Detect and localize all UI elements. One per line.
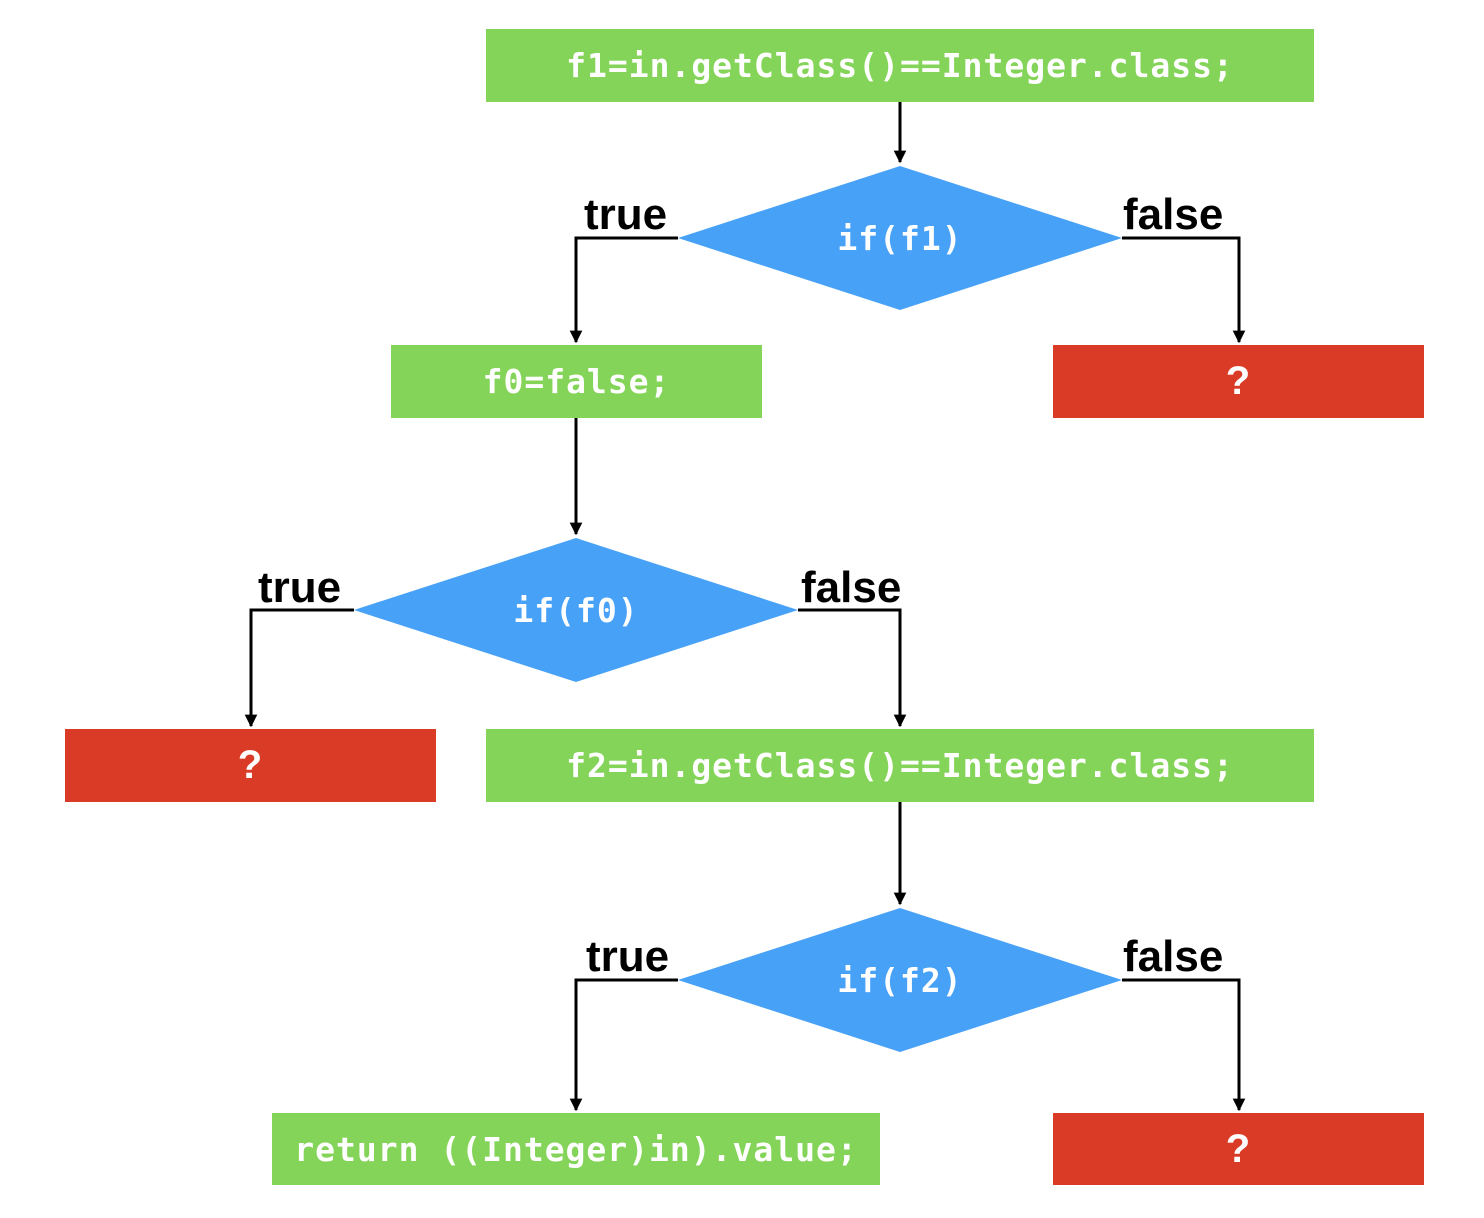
- edge-if-f1-false: [1122, 236, 1246, 344]
- decision-label-if-f2: if(f2): [837, 960, 963, 1000]
- node-unknown-1: ?: [1053, 345, 1424, 418]
- node-f1-assign: f1=in.getClass()==Integer.class;: [486, 29, 1314, 102]
- edge-if-f0-true: [244, 608, 354, 728]
- edge-if-f1-true: [569, 236, 678, 344]
- decision-diamond-if-f1: [678, 166, 1122, 310]
- branch-label-if-f2-false: false: [1123, 932, 1224, 981]
- branch-label-if-f1-true: true: [584, 190, 668, 239]
- edge-if-f0-false: [798, 608, 907, 728]
- branch-label-if-f1-false: false: [1123, 190, 1224, 239]
- edge-if-f2-true: [569, 978, 678, 1112]
- edge-if-f2-false: [1122, 978, 1246, 1112]
- decision-diamond-if-f2: [678, 908, 1122, 1052]
- branch-label-if-f2-true: true: [586, 932, 670, 981]
- node-f0-assign: f0=false;: [391, 345, 762, 418]
- branch-label-if-f0-false: false: [801, 563, 902, 612]
- decision-label-if-f0: if(f0): [513, 590, 639, 630]
- node-unknown-3: ?: [1053, 1113, 1424, 1185]
- decision-label-if-f1: if(f1): [837, 218, 963, 258]
- decision-diamond-if-f0: [354, 538, 798, 682]
- node-return: return ((Integer)in).value;: [272, 1113, 880, 1185]
- branch-label-if-f0-true: true: [258, 563, 342, 612]
- node-unknown-2: ?: [65, 729, 436, 802]
- node-f2-assign: f2=in.getClass()==Integer.class;: [486, 729, 1314, 802]
